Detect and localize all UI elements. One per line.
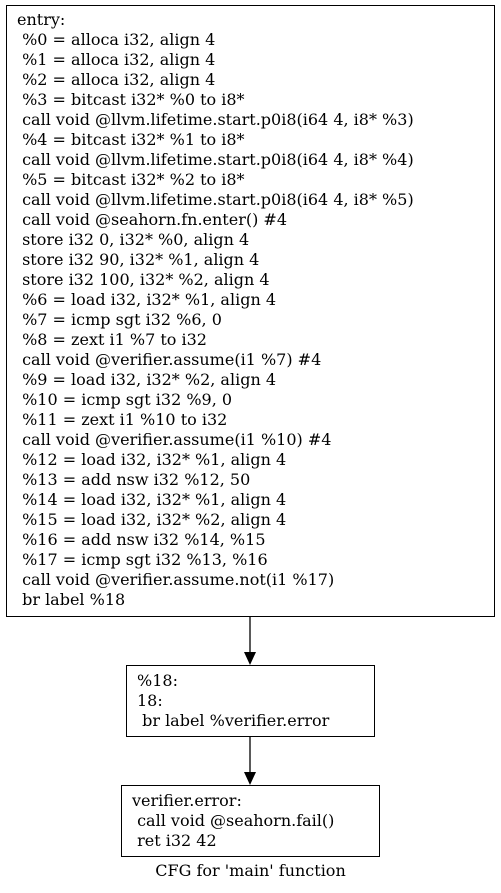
edge-18-to-verifier-error xyxy=(244,737,256,785)
instruction-line: %16 = add nsw i32 %14, %15 xyxy=(17,530,266,549)
instruction-line: %5 = bitcast i32* %2 to i8* xyxy=(17,170,245,189)
instruction-line: call void @verifier.assume.not(i1 %17) xyxy=(17,570,335,589)
instruction-line: br label %verifier.error xyxy=(137,711,330,730)
instruction-line: %3 = bitcast i32* %0 to i8* xyxy=(17,90,245,109)
instruction-line: verifier.error: xyxy=(132,791,242,810)
instruction-line: br label %18 xyxy=(17,590,126,609)
instruction-line: store i32 0, i32* %0, align 4 xyxy=(17,230,250,249)
instruction-line: call void @verifier.assume(i1 %7) #4 xyxy=(17,350,322,369)
graph-title: CFG for 'main' function xyxy=(155,861,346,880)
instruction-line: %0 = alloca i32, align 4 xyxy=(17,30,216,49)
instruction-line: %1 = alloca i32, align 4 xyxy=(17,50,216,69)
instruction-line: %17 = icmp sgt i32 %13, %16 xyxy=(17,550,268,569)
instruction-line: %8 = zext i1 %7 to i32 xyxy=(17,330,207,349)
instruction-line: 18: xyxy=(137,691,163,710)
instruction-line: store i32 100, i32* %2, align 4 xyxy=(17,270,270,289)
instruction-line: %11 = zext i1 %10 to i32 xyxy=(17,410,228,429)
instruction-line: call void @llvm.lifetime.start.p0i8(i64 … xyxy=(17,110,414,129)
instruction-line: %6 = load i32, i32* %1, align 4 xyxy=(17,290,277,309)
instruction-line: %2 = alloca i32, align 4 xyxy=(17,70,216,89)
instruction-line: call void @seahorn.fn.enter() #4 xyxy=(17,210,288,229)
instruction-line: %9 = load i32, i32* %2, align 4 xyxy=(17,370,277,389)
instruction-line: call void @llvm.lifetime.start.p0i8(i64 … xyxy=(17,150,414,169)
instruction-line: %10 = icmp sgt i32 %9, 0 xyxy=(17,390,233,409)
instruction-line: store i32 90, i32* %1, align 4 xyxy=(17,250,260,269)
instruction-line: call void @verifier.assume(i1 %10) #4 xyxy=(17,430,332,449)
instruction-line: call void @llvm.lifetime.start.p0i8(i64 … xyxy=(17,190,414,209)
instruction-line: entry: xyxy=(17,10,66,29)
instruction-line: ret i32 42 xyxy=(132,831,217,850)
instruction-line: %14 = load i32, i32* %1, align 4 xyxy=(17,490,287,509)
cfg-node-verifier-error: verifier.error: call void @seahorn.fail(… xyxy=(121,785,380,857)
edge-entry-to-18 xyxy=(244,617,256,665)
instruction-line: %13 = add nsw i32 %12, 50 xyxy=(17,470,251,489)
instruction-line: %7 = icmp sgt i32 %6, 0 xyxy=(17,310,222,329)
instruction-line: %15 = load i32, i32* %2, align 4 xyxy=(17,510,287,529)
instruction-line: %12 = load i32, i32* %1, align 4 xyxy=(17,450,287,469)
cfg-node-entry: entry: %0 = alloca i32, align 4 %1 = all… xyxy=(6,5,495,617)
instruction-line: %4 = bitcast i32* %1 to i8* xyxy=(17,130,245,149)
instruction-line: call void @seahorn.fail() xyxy=(132,811,335,830)
instruction-line: %18: xyxy=(137,671,178,690)
cfg-node-18: %18:18: br label %verifier.error xyxy=(126,665,375,737)
